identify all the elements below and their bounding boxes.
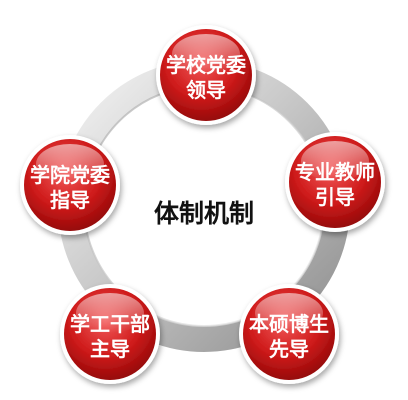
node-graduate-students-line1: 本硕博生 (249, 312, 329, 336)
node-college-party-committee-line2: 指导 (50, 188, 90, 212)
node-professional-teachers (285, 132, 385, 232)
center-label: 体制机制 (154, 199, 254, 228)
node-college-party-committee-line1: 学院党委 (30, 163, 110, 187)
node-school-party-committee-line2: 领导 (186, 78, 226, 102)
node-school-party-committee (156, 25, 256, 125)
node-college-party-committee (20, 135, 120, 235)
node-graduate-students (239, 284, 339, 384)
node-professional-teachers-line1: 专业教师 (295, 160, 375, 184)
node-graduate-students-line2: 先导 (269, 337, 309, 361)
node-professional-teachers-line2: 引导 (315, 185, 355, 209)
node-school-party-committee-line1: 学校党委 (166, 53, 246, 77)
node-student-affairs-cadres-line2: 主导 (90, 337, 130, 361)
node-student-affairs-cadres (60, 284, 160, 384)
node-student-affairs-cadres-line1: 学工干部 (70, 312, 150, 336)
